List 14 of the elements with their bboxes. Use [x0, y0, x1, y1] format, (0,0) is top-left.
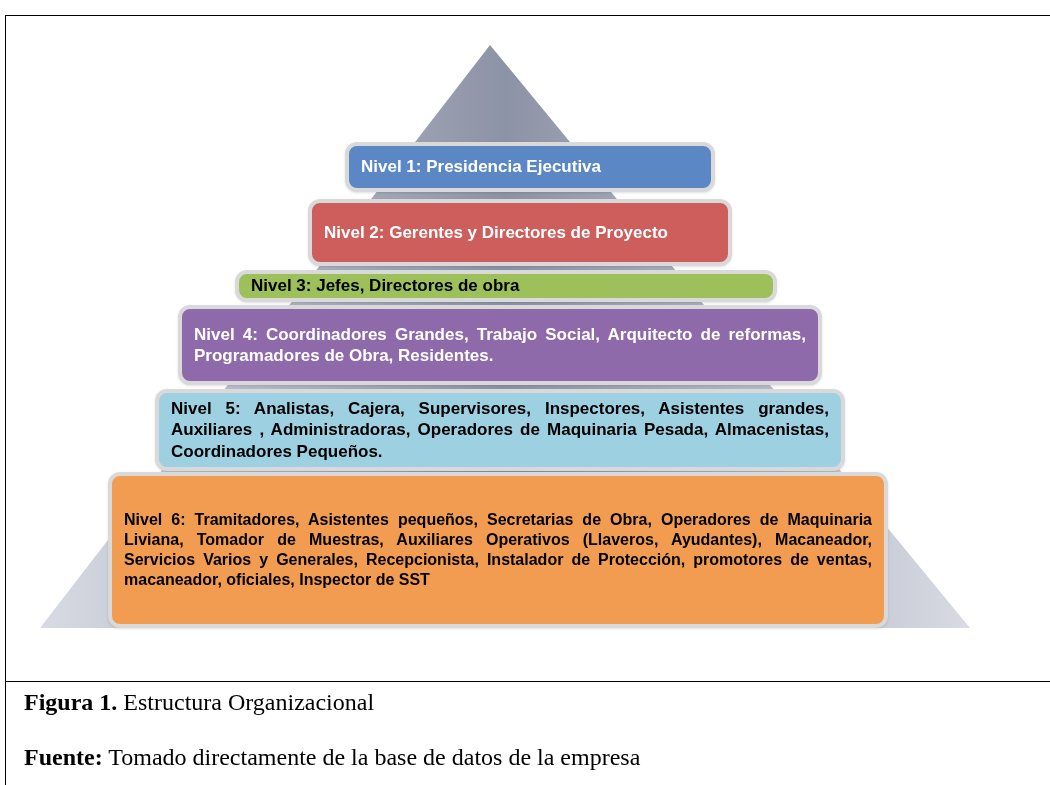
figure-caption: Figura 1. Estructura Organizacional — [24, 690, 375, 714]
level-band — [345, 142, 715, 192]
level-band — [235, 270, 777, 302]
level-text: Nivel 4: Coordinadores Grandes, Trabajo Social, Arquitecto de reformas, Programadores de Obra, Residentes. — [194, 323, 806, 367]
level-text: Nivel 2: Gerentes y Directores de Proyecto — [324, 221, 669, 244]
level-band — [155, 389, 845, 471]
level-band — [108, 472, 888, 628]
level-text: Nivel 6: Tramitadores, Asistentes pequeños, Secretarias de Obra, Operadores de Maquinaria Liviana, Tomador de Muestras, Auxiliares Operativos (Llaveros, Ayudantes), Macaneador, Servicios Varios y Generales, Recepcionista, Instalador de Protección, promotores de ventas, macaneador, oficiales, Inspector de SST — [124, 510, 872, 590]
level-text: Nivel 1: Presidencia Ejecutiva — [361, 156, 602, 178]
level-text: Nivel 3: Jefes, Directores de obra — [251, 275, 521, 297]
source-note: Fuente: Tomado directamente de la base de datos de la empresa — [24, 745, 641, 769]
level-band — [308, 199, 732, 266]
level-text: Nivel 5: Analistas, Cajera, Supervisores, Inspectores, Asistentes grandes, Auxiliares , Administradoras, Operadores de Maquinaria Pesada, Almacenistas, Coordinadores Pequeños. — [171, 398, 829, 462]
level-band — [178, 305, 822, 385]
